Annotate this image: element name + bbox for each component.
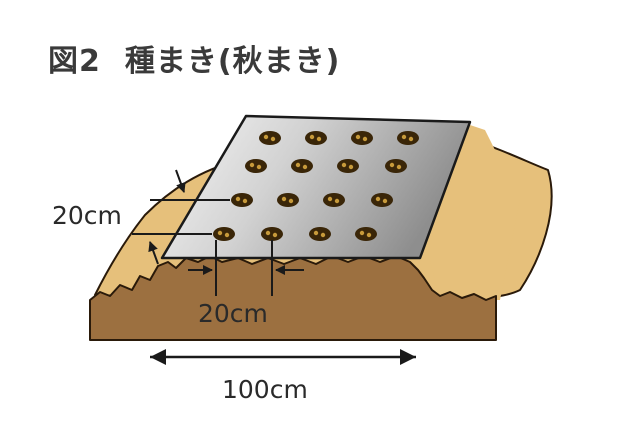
seeds — [217, 134, 414, 238]
seed-hole — [245, 159, 267, 173]
seed-hole — [277, 193, 299, 207]
seed-spacing-label: 20cm — [198, 299, 268, 328]
seed-holes — [213, 131, 419, 241]
mulch-sheet — [160, 114, 472, 260]
seed-hole — [231, 193, 253, 207]
seed-hole — [397, 131, 419, 145]
seed-hole — [213, 227, 235, 241]
bed-width-label: 100cm — [222, 375, 308, 404]
seed-hole — [309, 227, 331, 241]
seed-hole-row-1 — [259, 131, 419, 145]
seed-hole — [355, 227, 377, 241]
row-spacing-label: 20cm — [52, 201, 122, 230]
seed-hole — [261, 227, 283, 241]
seed-hole — [323, 193, 345, 207]
seed-hole-row-2 — [245, 159, 407, 173]
seed-hole — [305, 131, 327, 145]
seed-hole — [385, 159, 407, 173]
seed-hole — [291, 159, 313, 173]
seed-hole-row-4 — [213, 227, 377, 241]
bed-width-dimension — [150, 349, 416, 365]
figure-number: 図2 — [48, 44, 101, 79]
seed-spacing-dimension — [188, 240, 304, 296]
seed-hole — [351, 131, 373, 145]
figure-title: 図2 種まき(秋まき) — [48, 36, 340, 80]
seed-hole — [259, 131, 281, 145]
bed-side-slope — [420, 125, 520, 300]
seed-hole-row-3 — [231, 193, 393, 207]
seed-hole — [337, 159, 359, 173]
bed-soil — [89, 255, 497, 341]
figure-title-text: 種まき(秋まき) — [124, 44, 341, 79]
seed-hole — [371, 193, 393, 207]
row-spacing-dimension — [132, 169, 230, 265]
